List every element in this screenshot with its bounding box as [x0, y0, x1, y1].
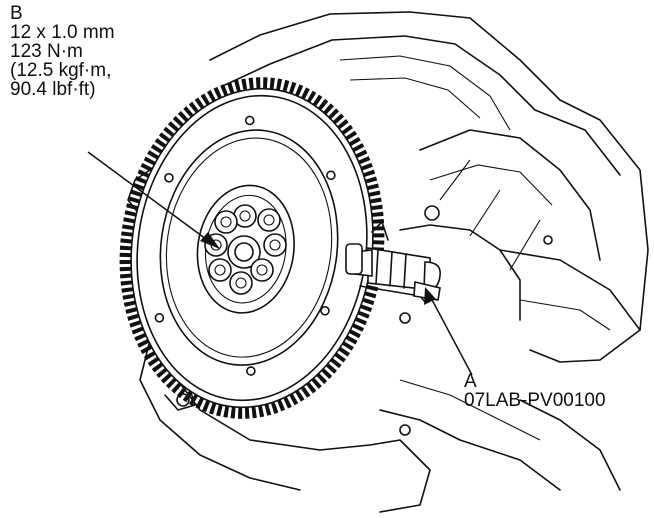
leader-line-a: [424, 287, 473, 376]
callout-a: A 07LAB-PV00100: [464, 372, 606, 410]
engine-block: [127, 11, 649, 513]
callout-b-letter: B: [10, 3, 23, 24]
callout-b-line-3: (12.5 kgf·m,: [10, 60, 112, 81]
callout-b: B 12 x 1.0 mm 123 N·m (12.5 kgf·m, 90.4 …: [10, 4, 115, 99]
callout-a-letter: A: [464, 371, 477, 392]
callout-b-line-2: 123 N·m: [10, 41, 83, 62]
callout-b-line-1: 12 x 1.0 mm: [10, 22, 115, 43]
ring-gear-holder-tool: [345, 221, 442, 303]
leader-line-b: [87, 151, 220, 249]
callout-b-line-4: 90.4 lbf·ft): [10, 79, 96, 100]
callout-a-part-number: 07LAB-PV00100: [464, 390, 606, 411]
